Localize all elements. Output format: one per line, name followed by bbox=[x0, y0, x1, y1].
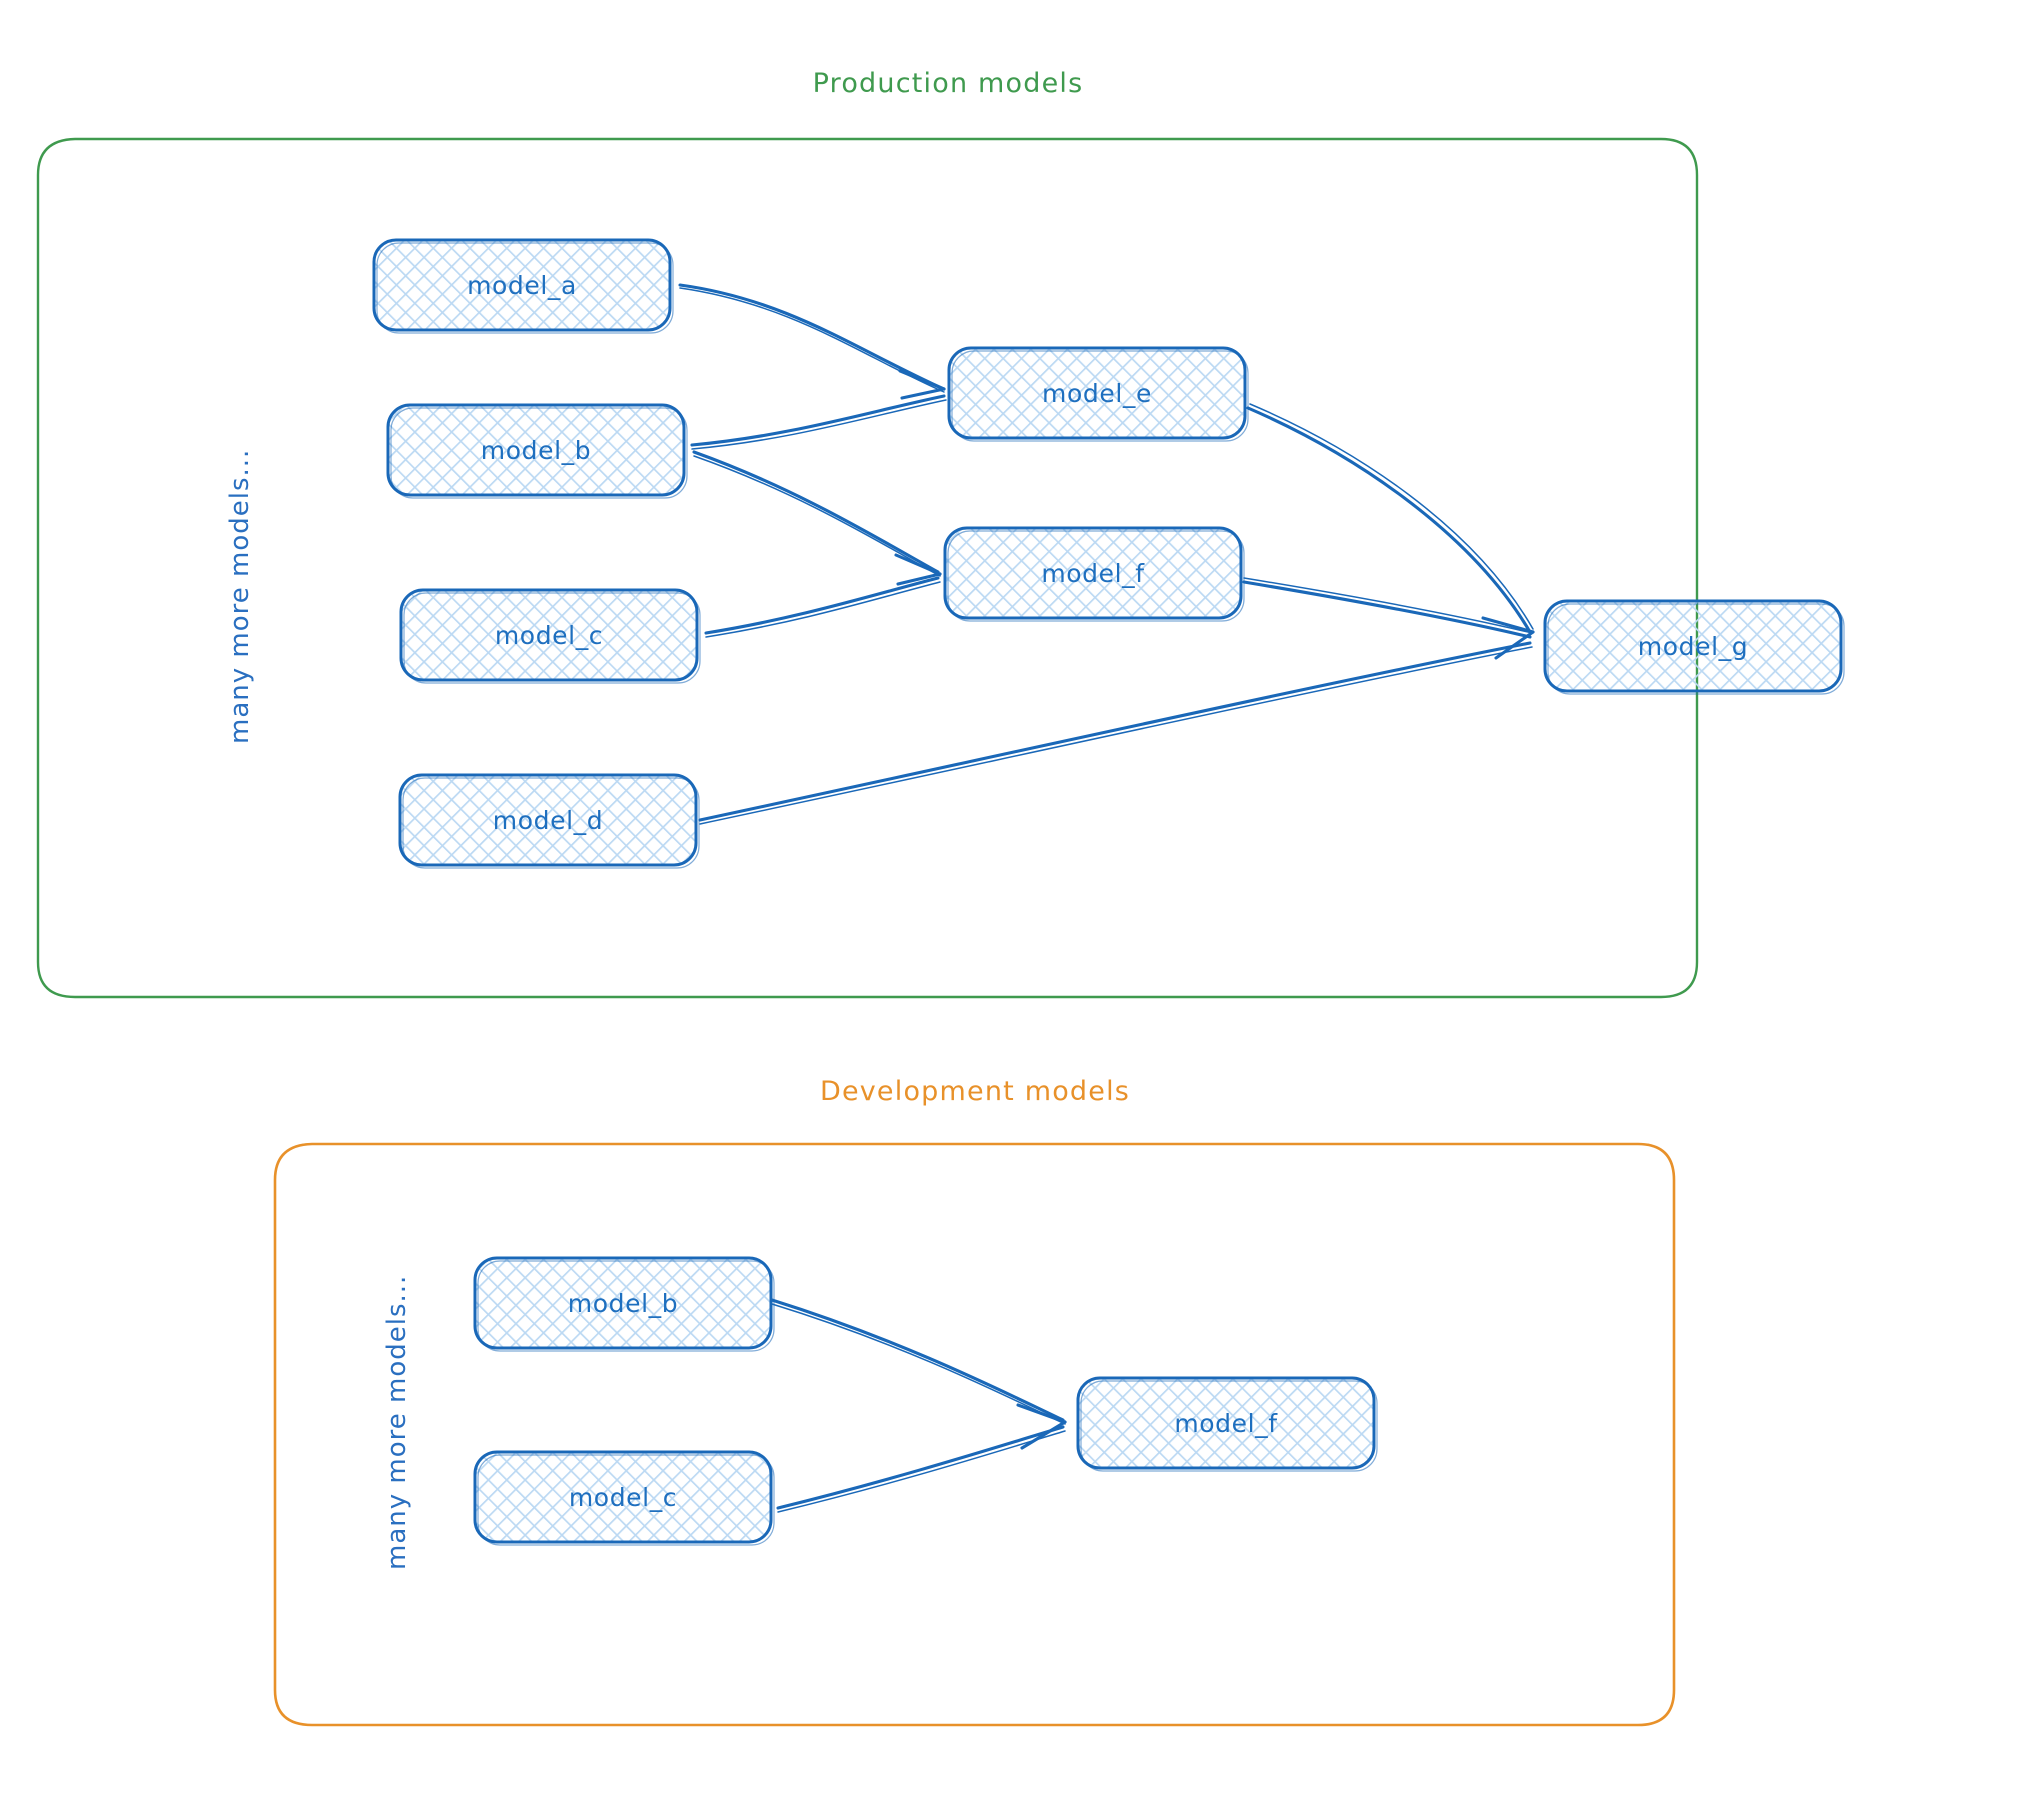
edge-model_e-model_g bbox=[1246, 406, 1532, 634]
node-model_d-label: model_d bbox=[493, 806, 603, 835]
edge-model_f-model_g-sketch bbox=[1243, 577, 1533, 634]
edge-model_e-model_g-sketch bbox=[1249, 403, 1534, 630]
node-model_f[interactable]: model_f bbox=[943, 526, 1245, 622]
node-model_e-label: model_e bbox=[1042, 379, 1152, 408]
node-dev_model_c-shape-sketch bbox=[477, 1454, 775, 1546]
edge-dev_model_c-dev_model_f bbox=[776, 1425, 1065, 1510]
node-model_a-shape[interactable] bbox=[372, 238, 672, 332]
edge-model_b-model_f bbox=[692, 450, 940, 574]
development-nodes: model_b model_c model_f bbox=[473, 1256, 1378, 1546]
edge-dev_model_b-dev_model_f bbox=[770, 1298, 1065, 1422]
node-model_e[interactable]: model_e bbox=[947, 346, 1249, 442]
production-group-title: Production models bbox=[813, 68, 1084, 99]
node-model_b-shape-sketch bbox=[390, 407, 688, 499]
node-dev_model_f[interactable]: model_f bbox=[1076, 1376, 1378, 1472]
node-dev_model_f-label: model_f bbox=[1174, 1409, 1278, 1438]
arrowhead-b-f-1 bbox=[894, 553, 942, 576]
arrowhead-devb-devf-1 bbox=[1016, 1403, 1067, 1424]
edge-model_a-model_e-sketch bbox=[679, 287, 945, 393]
node-model_c-label: model_c bbox=[495, 621, 603, 650]
node-dev_model_c-label: model_c bbox=[569, 1483, 677, 1512]
node-model_g-shape-sketch bbox=[1547, 603, 1845, 695]
edge-model_c-model_f bbox=[704, 576, 940, 635]
node-model_a-shape-sketch bbox=[376, 242, 674, 334]
node-dev_model_b[interactable]: model_b bbox=[473, 1256, 775, 1352]
node-dev_model_b-shape-sketch bbox=[477, 1260, 775, 1352]
node-model_f-label: model_f bbox=[1041, 559, 1145, 588]
group-production: Production models many more models... bbox=[36, 68, 1845, 999]
node-model_c[interactable]: model_c bbox=[399, 588, 701, 684]
node-model_g-shape[interactable] bbox=[1543, 599, 1843, 693]
production-edges bbox=[678, 283, 1535, 825]
node-dev_model_b-label: model_b bbox=[568, 1289, 678, 1318]
development-side-label: many more models... bbox=[382, 1275, 412, 1570]
node-model_d[interactable]: model_d bbox=[398, 773, 700, 869]
arrowhead-a-e-1 bbox=[898, 369, 946, 391]
node-model_f-shape[interactable] bbox=[943, 526, 1243, 620]
production-side-label: many more models... bbox=[225, 449, 255, 744]
node-model_e-shape-sketch bbox=[951, 350, 1249, 442]
node-model_b-label: model_b bbox=[481, 436, 591, 465]
production-nodes: model_a model_b model_c model_d bbox=[372, 238, 1845, 869]
group-development: Development models many more models... m… bbox=[273, 1076, 1676, 1727]
node-dev_model_f-shape[interactable] bbox=[1076, 1376, 1376, 1470]
node-model_a[interactable]: model_a bbox=[372, 238, 674, 334]
edge-model_b-model_e bbox=[690, 394, 946, 447]
node-model_g-label: model_g bbox=[1638, 632, 1748, 661]
edge-dev_model_c-dev_model_f-sketch bbox=[777, 1430, 1066, 1513]
node-model_e-shape[interactable] bbox=[947, 346, 1247, 440]
arrowhead-a-e-2 bbox=[900, 387, 946, 400]
edge-model_b-model_e-sketch bbox=[691, 399, 947, 450]
development-container-border bbox=[273, 1142, 1676, 1727]
node-model_b-shape[interactable] bbox=[386, 403, 686, 497]
node-model_a-label: model_a bbox=[467, 271, 577, 300]
node-model_c-shape-sketch bbox=[403, 592, 701, 684]
node-model_d-shape-sketch bbox=[402, 777, 700, 869]
edge-model_d-model_g-sketch bbox=[699, 646, 1533, 825]
arrowhead-devb-devf-2 bbox=[1020, 1420, 1067, 1450]
node-dev_model_c-shape[interactable] bbox=[473, 1450, 773, 1544]
node-model_f-shape-sketch bbox=[947, 530, 1245, 622]
node-dev_model_f-shape-sketch bbox=[1080, 1380, 1378, 1472]
arrowhead-e-g-1 bbox=[1481, 616, 1535, 634]
development-group-title: Development models bbox=[820, 1076, 1130, 1107]
node-dev_model_c[interactable]: model_c bbox=[473, 1450, 775, 1546]
edge-model_a-model_e bbox=[678, 283, 946, 391]
edge-model_c-model_f-sketch bbox=[705, 581, 941, 638]
production-container-border bbox=[36, 137, 1699, 999]
node-model_b[interactable]: model_b bbox=[386, 403, 688, 499]
edge-model_d-model_g bbox=[698, 641, 1532, 822]
development-edges bbox=[770, 1298, 1067, 1513]
node-model_g[interactable]: model_g bbox=[1543, 599, 1845, 695]
node-model_c-shape[interactable] bbox=[399, 588, 699, 682]
edge-model_f-model_g bbox=[1242, 580, 1532, 639]
arrowhead-b-f-2 bbox=[896, 572, 942, 586]
node-dev_model_b-shape[interactable] bbox=[473, 1256, 773, 1350]
node-model_d-shape[interactable] bbox=[398, 773, 698, 867]
